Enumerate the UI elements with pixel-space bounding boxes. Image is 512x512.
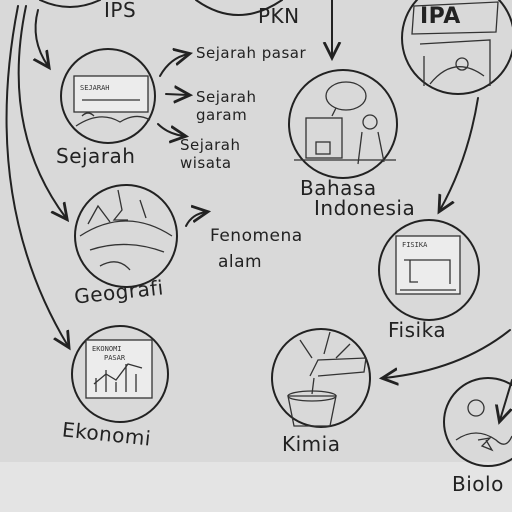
arrow-geografi-fenomena (185, 212, 206, 227)
label-fisika: Fisika (388, 318, 447, 342)
pkn-circle (195, 0, 283, 16)
topic-sejarah-garam: Sejarah garam (196, 88, 257, 124)
sejarah-circle (60, 48, 156, 144)
biologi-illustration (455, 399, 512, 452)
biologi-circle (443, 377, 512, 467)
arrow-to-biologi (500, 379, 512, 420)
ekonomi-box-line2: PASAR (104, 354, 126, 362)
ekonomi-illustration (85, 339, 153, 399)
label-bahasa: Bahasa (300, 176, 377, 200)
label-pkn: PKN (258, 4, 300, 28)
topic-sejarah-pasar: Sejarah pasar (196, 44, 307, 62)
kimia-illustration (287, 331, 367, 427)
ekonomi-box-line1: EKONOMI (92, 345, 122, 353)
topic-fenomena: Fenomena (210, 226, 303, 246)
sejarah-box-text: SEJARAH (80, 84, 110, 92)
arrow-to-kimia (384, 329, 511, 378)
fisika-illustration (395, 235, 461, 295)
geografi-illustration (79, 189, 173, 271)
arrow-sejarah-wisata (157, 123, 184, 136)
sejarah-illustration (73, 75, 151, 127)
ipa-illustration (411, 1, 499, 86)
geografi-circle (74, 184, 178, 288)
topic-sejarah-wisata: Sejarah wisata (180, 136, 241, 172)
bahasa-indonesia-circle (288, 69, 398, 179)
arrow-ipa-fisika (440, 97, 479, 210)
ekonomi-circle (71, 325, 169, 423)
arrow-sejarah-garam (165, 94, 188, 95)
fisika-box-text: FISIKA (402, 241, 428, 249)
fisika-circle (378, 219, 480, 321)
label-sejarah: Sejarah (56, 144, 136, 168)
arrow-ips-geografi (17, 5, 66, 218)
label-ipa: IPA (420, 4, 461, 29)
arrow-ips-ekonomi (5, 5, 68, 346)
arrow-sejarah-pasar (159, 54, 188, 77)
label-indonesia: Indonesia (314, 196, 416, 220)
topic-alam: alam (218, 252, 263, 272)
ips-circle (39, 0, 101, 8)
label-ips: IPS (104, 0, 137, 22)
label-biologi: Biolo (452, 472, 504, 496)
label-kimia: Kimia (282, 432, 341, 456)
ipa-circle (401, 0, 512, 95)
paper-bottom-strip (0, 462, 512, 512)
kimia-circle (271, 328, 371, 428)
arrow-ips-sejarah (36, 9, 48, 66)
bahasa-illustration (294, 81, 396, 165)
